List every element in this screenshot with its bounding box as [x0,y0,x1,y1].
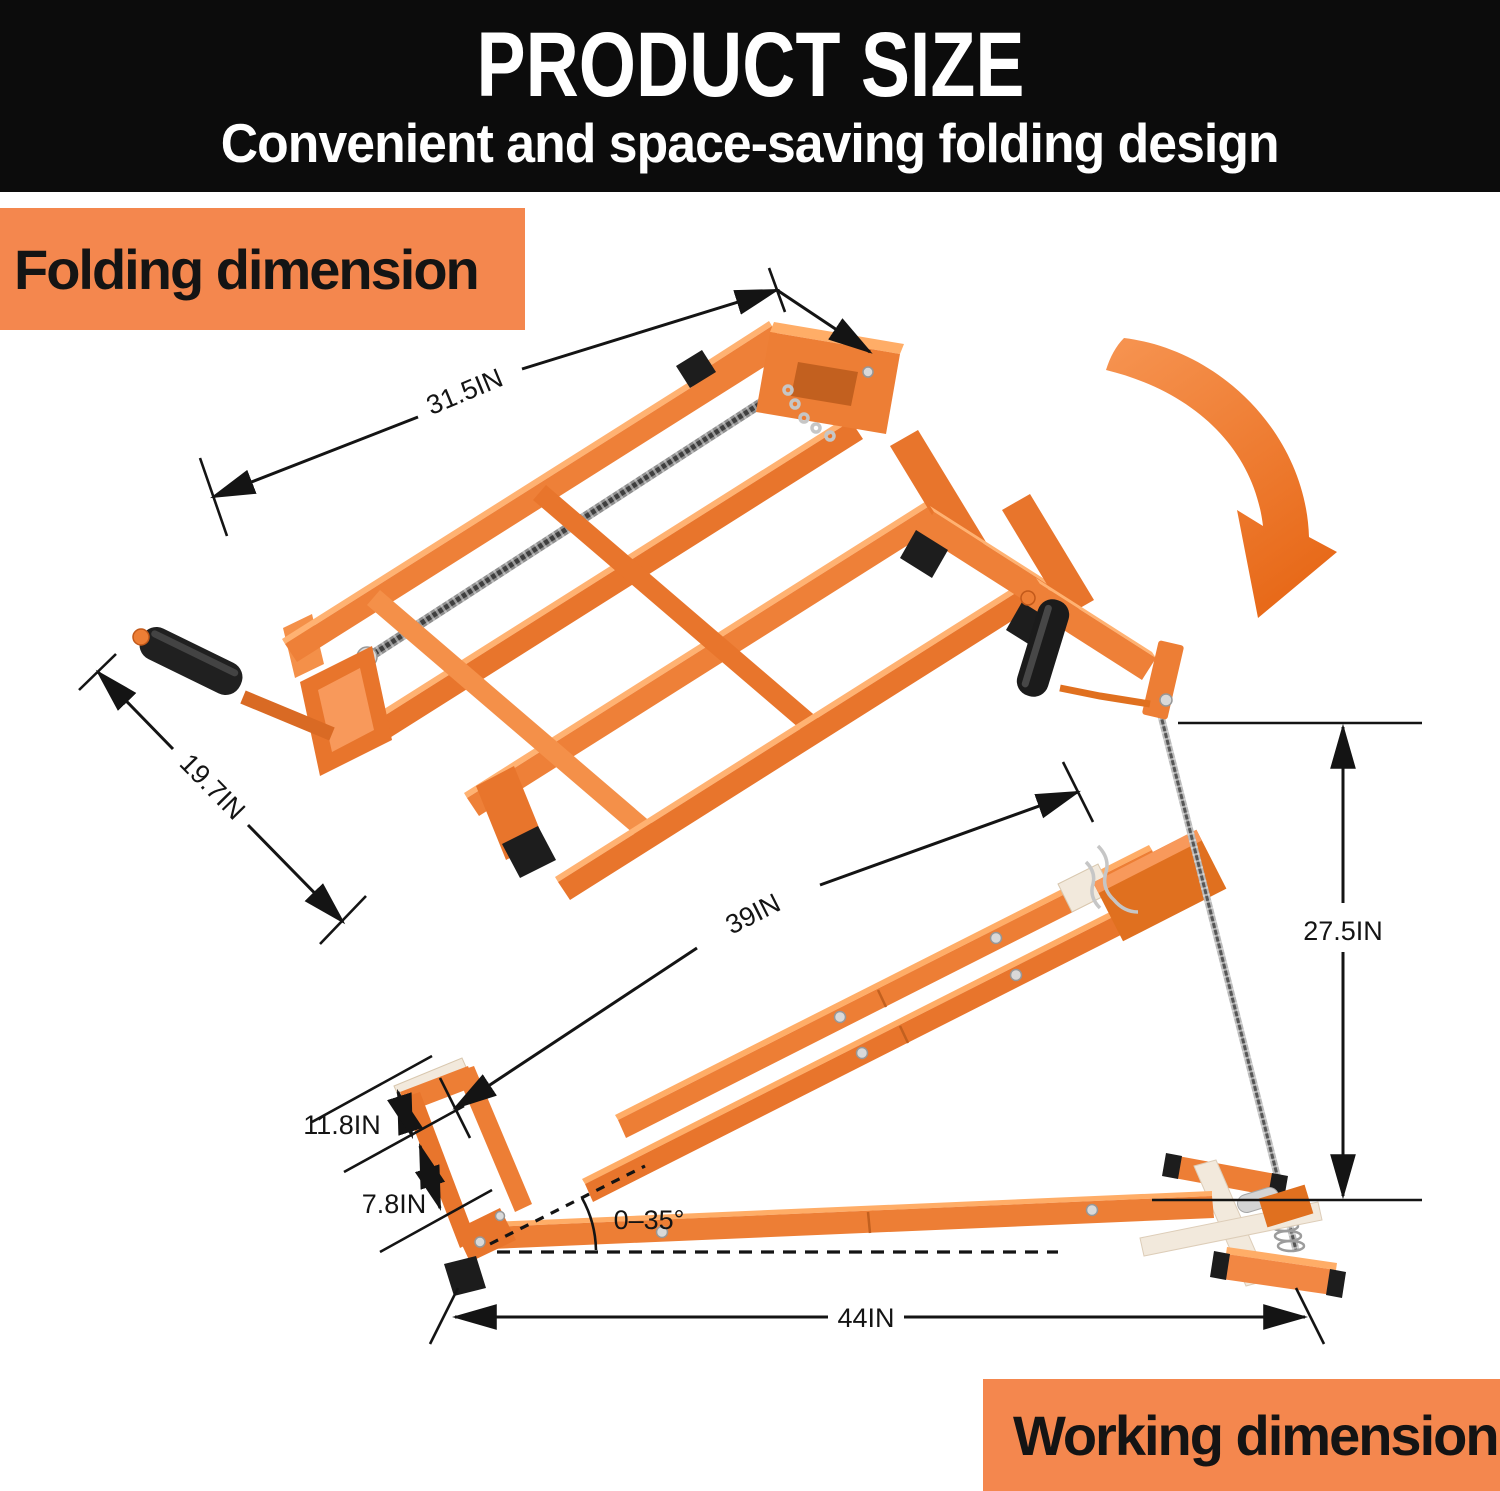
dim-label-tilt-angle: 0–35° [614,1205,685,1235]
cradle-foot-pad [444,1256,486,1296]
dim-lift-height: 27.5IN [1152,721,1422,1202]
safety-chain [782,384,836,442]
lift-arm-upper [618,850,1160,1138]
grip-cap [132,628,150,646]
bracket-chain [1096,844,1139,914]
working-dimension-label: Working dimension [983,1379,1500,1491]
t-foot-cap [900,530,948,578]
dim-cradle-width: 11.8IN [303,1054,465,1174]
dim-base-length: 44IN [428,1287,1326,1345]
t-feet-folded [890,430,1156,680]
working-product-illustration [393,590,1346,1298]
dim-label-cradle-width: 11.8IN [303,1110,381,1140]
dim-label-folded-width: 19.7IN [174,748,251,826]
dim-label-base-length: 44IN [837,1303,894,1333]
dim-label-ground-clearance: 7.8IN [362,1189,427,1219]
dim-label-arm-length: 39IN [721,888,785,940]
front-t-foot [1222,1254,1336,1295]
wheel-cradle [393,1057,532,1296]
hitch-end-cap [676,350,716,388]
screw-rod-working [1154,703,1306,1253]
rail-back [285,344,772,662]
dim-label-folded-length: 31.5IN [422,363,507,421]
lift-bracket [1057,829,1227,942]
folding-dimension-label: Folding dimension [0,208,525,330]
lift-arm-lower [585,878,1198,1202]
crank-handle-folded [132,627,392,776]
rail-mid-back [376,421,863,739]
folded-product-illustration [132,321,1156,900]
dim-label-lift-height: 27.5IN [1303,916,1383,946]
page-subtitle: Convenient and space-saving folding desi… [221,111,1280,174]
cross-member-right [533,485,819,734]
base-beam [466,1191,1214,1250]
crank-handle-working [1016,590,1184,720]
page-title: PRODUCT SIZE [476,13,1024,116]
fold-direction-arrow-icon [1106,338,1337,618]
base-frame [1139,1153,1346,1298]
rail-mid-front [467,498,954,816]
rail-front [558,582,1045,900]
hitch-fork-assembly [676,321,904,442]
header-banner: PRODUCT SIZE Convenient and space-saving… [0,0,1500,192]
foot-pad [502,826,556,878]
dim-tilt-angle: 0–35° [489,1164,1058,1254]
dim-ground-clearance: 7.8IN [362,1142,493,1254]
grip-cap [1020,590,1036,606]
handle-grip [139,627,243,695]
screw-nut-block [1258,1184,1314,1228]
cross-member-left [367,590,653,839]
